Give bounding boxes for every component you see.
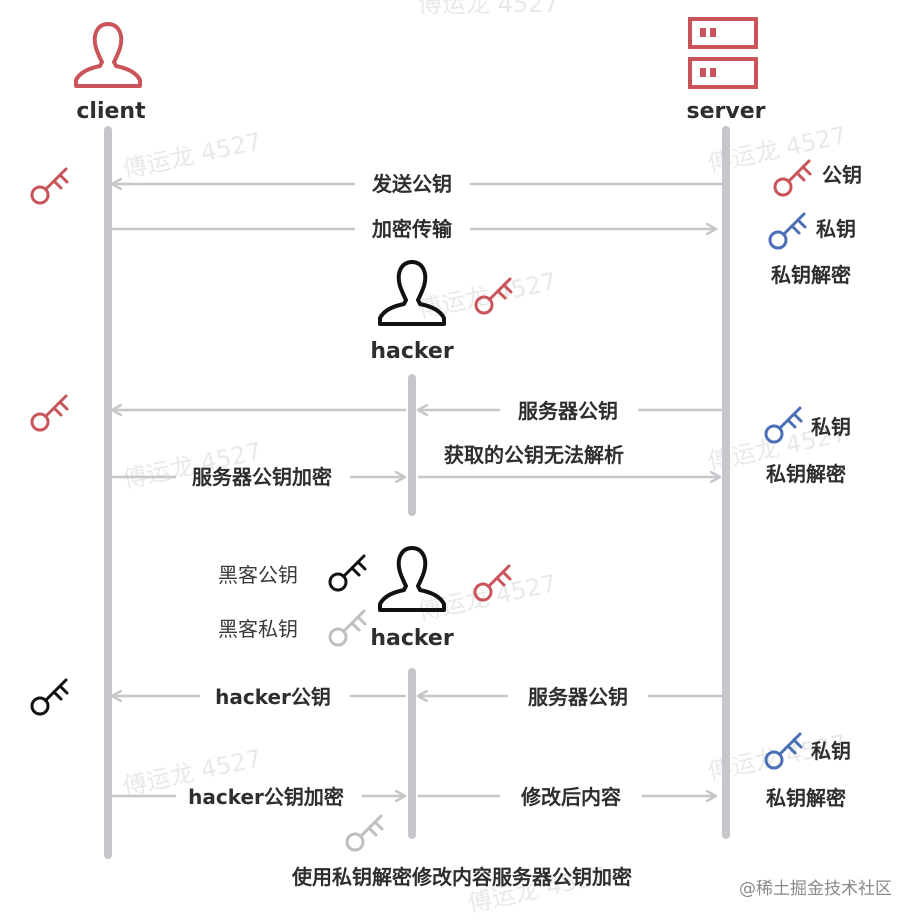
message-label: 修改后内容 (520, 785, 621, 809)
message-modified-content: 修改后内容 (418, 785, 716, 809)
note-private-decrypt: 私钥解密 (766, 462, 846, 486)
message-label: 服务器公钥 (518, 399, 618, 423)
watermark-text: 傅运龙 4527 (418, 0, 559, 18)
person-icon (74, 22, 142, 88)
key-icon (30, 394, 69, 432)
key-icon (30, 167, 69, 205)
key-icon (30, 678, 69, 716)
message-label: 发送公钥 (371, 172, 452, 196)
message-server-public-key-2: 服务器公钥 (418, 685, 722, 709)
hacker1-actor: hacker (370, 260, 454, 364)
message-encrypt-transfer: 加密传输 (112, 217, 716, 241)
message-hacker-public-key: hacker公钥 (112, 685, 406, 709)
message-hacker-key-encrypt: hacker公钥加密 (112, 785, 405, 809)
watermark-text: 傅运龙 4527 (120, 127, 263, 184)
message-label: hacker公钥加密 (188, 785, 344, 809)
watermark-text: 傅运龙 4527 (415, 267, 558, 324)
message-send-public-key: 发送公钥 (112, 172, 722, 196)
hacker-label: hacker (370, 626, 454, 651)
client-actor: client (74, 22, 146, 124)
note-hacker-private-key: 黑客私钥 (218, 617, 298, 641)
message-label: hacker公钥 (215, 685, 331, 709)
hacker2-actor: hacker (370, 546, 454, 651)
note-private-decrypt: 私钥解密 (771, 263, 851, 287)
key-icon (768, 212, 807, 250)
note-private-key: 私钥 (816, 217, 856, 241)
key-icon (328, 554, 367, 592)
message-server-key-encrypt: 服务器公钥加密 (112, 465, 720, 489)
server-actor: server (687, 17, 766, 124)
server-label: server (687, 99, 766, 124)
key-icon (328, 609, 367, 647)
bottom-caption: 使用私钥解密修改内容服务器公钥加密 (291, 865, 632, 889)
message-label: 服务器公钥 (528, 685, 628, 709)
message-label: 服务器公钥加密 (192, 465, 332, 489)
hacker-label: hacker (370, 339, 454, 364)
server-icon (688, 17, 758, 89)
key-icon (345, 814, 384, 852)
message-server-public-key-1: 服务器公钥 (112, 399, 722, 423)
note-hacker-public-key: 黑客公钥 (218, 563, 298, 587)
note-private-key: 私钥 (811, 739, 851, 763)
note-private-key: 私钥 (811, 415, 851, 439)
note-public-key: 公钥 (822, 163, 862, 187)
key-icon (773, 159, 812, 197)
message-label: 加密传输 (371, 217, 453, 241)
footer-watermark: @稀土掘金技术社区 (739, 879, 892, 899)
note-private-decrypt: 私钥解密 (766, 786, 846, 810)
client-label: client (76, 99, 146, 124)
message-cannot-decrypt: 获取的公钥无法解析 (444, 443, 624, 467)
